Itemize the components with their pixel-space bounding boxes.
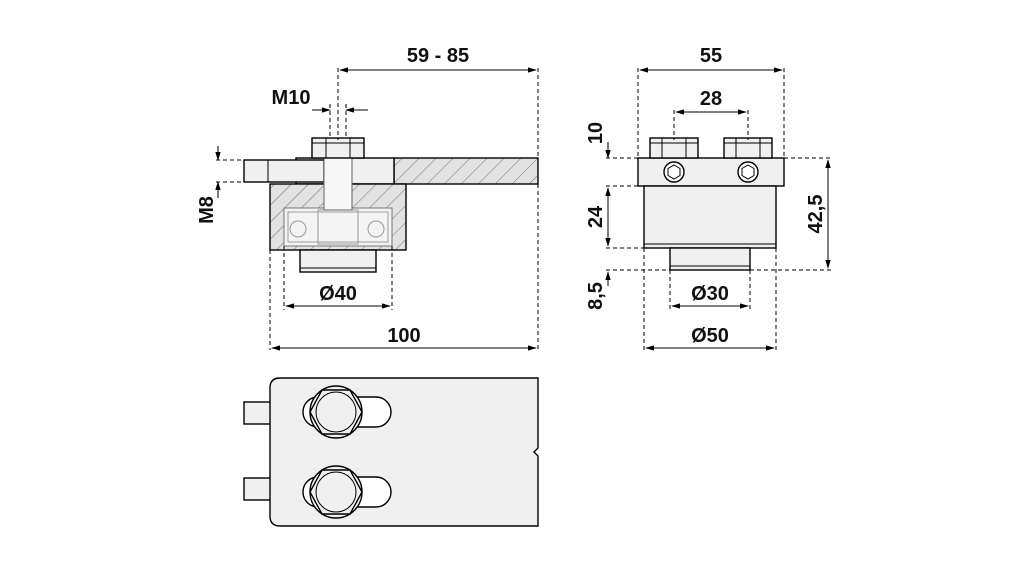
dim-body-height: 24 [585,205,607,228]
front-view-dimensions: 59 - 85 M10 M8 Ø40 100 [196,45,539,351]
side-view-dimensions: 55 28 10 24 8,5 42,5 Ø30 Ø50 [585,45,832,351]
dim-body-dia: Ø50 [691,325,729,347]
shaft [323,157,353,211]
side-view [637,137,785,271]
top-tab-upper [243,401,273,425]
bearing-cutaway [283,207,393,247]
side-top-plate [637,157,785,187]
dim-bolt-spacing: 28 [700,88,722,110]
side-bolt-head-right [723,137,773,159]
dim-total-height: 42,5 [805,195,827,234]
set-screw-left [663,161,685,183]
bolt-head [311,137,365,159]
dim-stroke-range: 59 - 85 [407,45,469,67]
bottom-shoulder [299,249,377,273]
arm-section [393,157,539,185]
dim-plate-thickness: 10 [585,122,607,144]
ball-left [289,220,307,238]
dim-shoulder-dia: Ø30 [691,283,729,305]
top-bolt-hex-upper [309,389,363,435]
side-body [643,185,777,249]
side-bolt-head-left [649,137,699,159]
set-screw-right [737,161,759,183]
side-shoulder [669,247,751,271]
dim-thread-set: M8 [196,196,218,224]
dim-shoulder-height: 8,5 [585,282,607,310]
dim-width: 55 [700,45,722,67]
dim-total-length: 100 [387,325,420,347]
dim-bearing-dia: Ø40 [319,283,357,305]
dim-thread-bolt: M10 [272,87,311,109]
top-bolt-hex-lower [309,469,363,515]
top-tab-lower [243,477,273,501]
front-view [243,137,539,273]
top-view [243,377,539,527]
side-tab [243,159,325,183]
ball-right [367,220,385,238]
